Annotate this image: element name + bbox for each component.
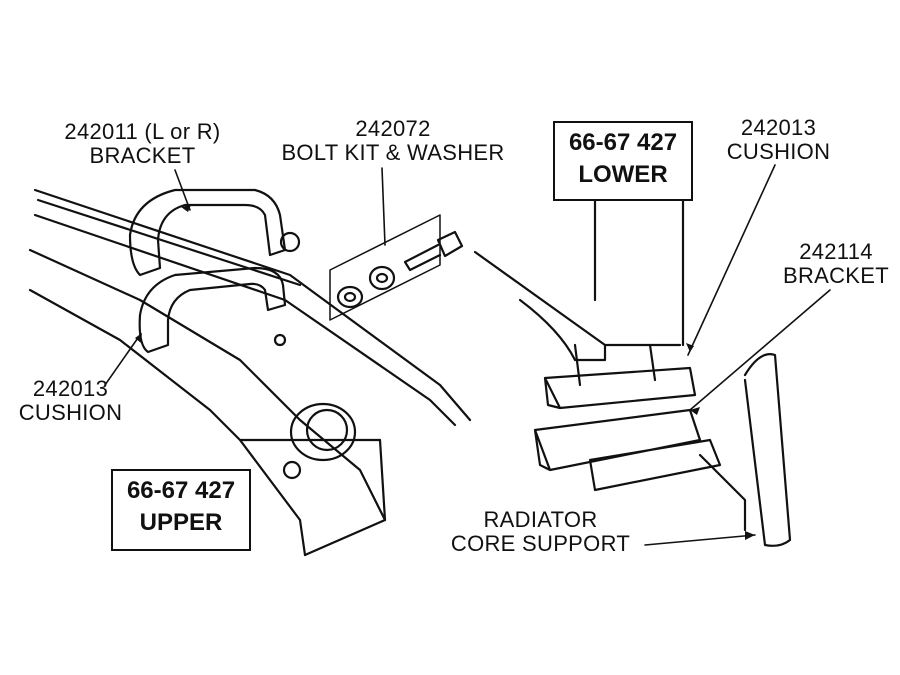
part-name: BRACKET (89, 143, 196, 168)
upper-hole (289, 402, 357, 462)
label-radiator-core-support: RADIATOR CORE SUPPORT (438, 508, 643, 556)
lower-mount-box: 66-67 427 LOWER (553, 121, 693, 201)
label-bolt-kit-242072: 242072 BOLT KIT & WASHER (262, 117, 524, 165)
bracket-242011 (128, 188, 287, 277)
cushion-242013-left (138, 266, 287, 354)
label-bracket-242011: 242011 (L or R) BRACKET (45, 120, 240, 168)
part-number: 242072 (355, 116, 431, 141)
part-name: CUSHION (18, 400, 123, 425)
radiator-core-support (743, 353, 792, 547)
label-line-1: RADIATOR (483, 507, 598, 532)
washer-2 (368, 265, 396, 291)
box-line-1: 66-67 427 (126, 477, 236, 504)
upper-stud (282, 460, 302, 480)
part-number: 242013 (740, 115, 817, 140)
cushion-242013-right (543, 366, 697, 410)
bracket-bolt-head (279, 231, 301, 253)
part-name: BRACKET (782, 263, 889, 288)
part-name: BOLT KIT & WASHER (281, 140, 505, 165)
label-cushion-right-242013: 242013 CUSHION (716, 116, 841, 164)
lower-frame (473, 198, 685, 362)
bolt (403, 230, 464, 272)
leader-lines (104, 164, 831, 546)
box-line-1: 66-67 427 (568, 129, 678, 156)
label-line-2: CORE SUPPORT (450, 531, 631, 556)
part-name: CUSHION (726, 139, 831, 164)
part-number: 242011 (L or R) (64, 119, 221, 144)
upper-mount-box: 66-67 427 UPPER (111, 469, 251, 551)
part-number: 242013 (32, 376, 109, 401)
bracket-242114 (533, 408, 722, 492)
label-cushion-left-242013: 242013 CUSHION (8, 377, 133, 425)
box-line-2: UPPER (139, 509, 223, 536)
box-line-2: LOWER (578, 161, 668, 188)
bolt-kit-outline (329, 214, 441, 321)
label-bracket-242114: 242114 BRACKET (774, 240, 898, 288)
washer-1 (336, 285, 364, 309)
part-number: 242114 (799, 239, 873, 264)
